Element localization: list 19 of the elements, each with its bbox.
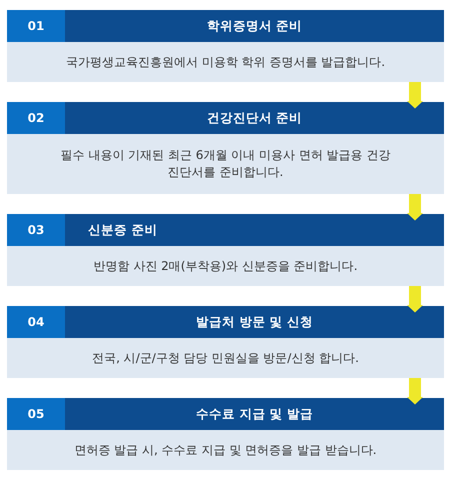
down-arrow [407, 378, 423, 405]
step-title: 건강진단서 준비 [206, 109, 304, 127]
step-description: 면허증 발급 시, 수수료 지급 및 면허증을 발급 받습니다. [74, 442, 377, 458]
step-description: 국가평생교육진흥원에서 미용학 학위 증명서를 발급합니다. [66, 54, 386, 70]
down-arrow [407, 194, 423, 221]
down-arrow [407, 286, 423, 313]
step-description: 반명함 사진 2매(부착용)와 신분증을 준비합니다. [93, 258, 358, 274]
step-number: 05 [7, 398, 65, 430]
step-title: 수수료 지급 및 발급 [194, 405, 314, 423]
step-number: 02 [7, 102, 65, 134]
down-arrow [407, 82, 423, 109]
step-description: 전국, 시/군/구청 담당 민원실을 방문/신청 합니다. [92, 350, 359, 366]
step-title: 신분증 준비 [88, 221, 158, 239]
step-description: 필수 내용이 기재된 최근 6개월 이내 미용사 면허 발급용 건강진단서를 준비합니다. [60, 147, 390, 181]
step-number: 01 [7, 10, 65, 42]
step-number: 04 [7, 306, 65, 338]
step-title: 학위증명서 준비 [206, 17, 304, 35]
step-number: 03 [7, 214, 65, 246]
step-title: 발급처 방문 및 신청 [194, 313, 314, 331]
